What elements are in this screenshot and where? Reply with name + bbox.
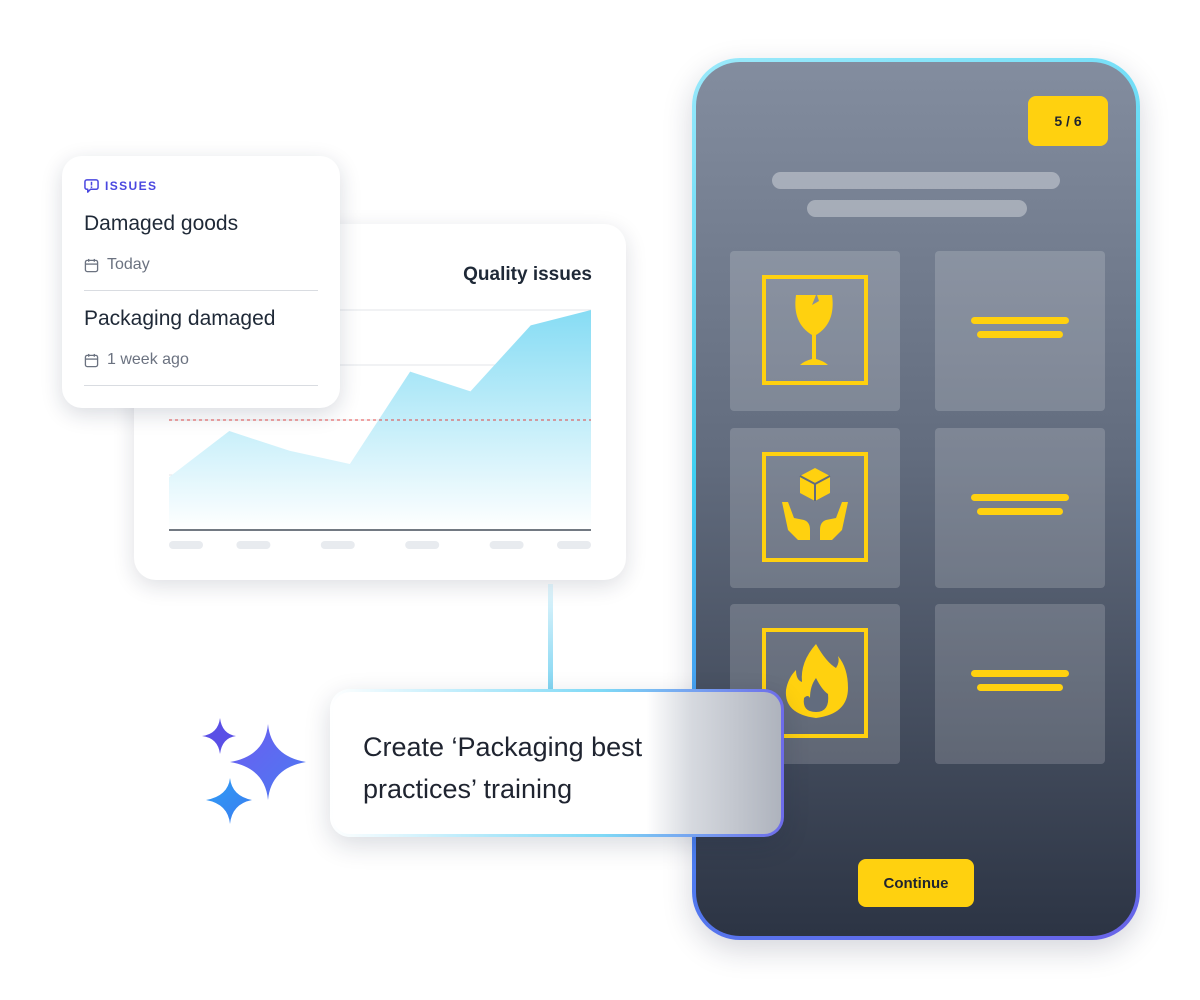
phone-frame: 5 / 6 — [692, 58, 1140, 940]
answer-line — [971, 670, 1069, 677]
fragile-glass-icon — [795, 295, 833, 365]
subtitle-skeleton-line — [807, 200, 1027, 217]
title-skeleton-line — [772, 172, 1060, 189]
icon-frame — [762, 452, 868, 562]
small-sparkle-icon — [202, 718, 236, 754]
large-sparkle-icon — [230, 724, 306, 800]
handle-with-care-icon — [782, 468, 848, 540]
step-badge: 5 / 6 — [1028, 96, 1108, 146]
continue-button[interactable]: Continue — [858, 859, 974, 907]
issues-header: ISSUES — [84, 178, 157, 193]
issue-date: Today — [107, 256, 150, 273]
issues-header-label: ISSUES — [105, 178, 158, 193]
answer-line — [977, 684, 1063, 691]
icon-option-tile[interactable] — [730, 428, 900, 588]
sparkles-icon — [202, 718, 306, 824]
calendar-icon — [84, 353, 99, 367]
answer-line — [977, 331, 1063, 338]
icon-option-tile[interactable] — [730, 251, 900, 411]
answer-option-tile[interactable] — [935, 428, 1105, 588]
issue-title-damaged-goods[interactable]: Damaged goods — [84, 212, 239, 235]
issue-divider — [84, 290, 318, 291]
training-screen: 5 / 6 — [696, 62, 1136, 936]
chart-x-tick-placeholder — [236, 541, 271, 549]
chart-x-tick-placeholder — [320, 541, 355, 549]
icon-frame — [762, 628, 868, 738]
medium-sparkle-icon — [206, 778, 252, 824]
calendar-icon — [84, 258, 99, 272]
answer-option-tile[interactable] — [935, 604, 1105, 764]
answer-line — [971, 494, 1069, 501]
chart-x-tick-placeholder — [405, 541, 440, 549]
ai-prompt-card-body: Create ‘Packaging best practices’ traini… — [333, 692, 781, 834]
ai-prompt-card[interactable]: Create ‘Packaging best practices’ traini… — [330, 689, 784, 837]
answer-option-tile[interactable] — [935, 251, 1105, 411]
chart-x-tick-placeholder — [169, 541, 203, 549]
issue-date: 1 week ago — [107, 351, 189, 368]
issue-speech-icon — [84, 179, 99, 193]
issues-card: ISSUES Damaged goods Today Packaging dam… — [62, 156, 340, 408]
issue-divider — [84, 385, 318, 386]
answer-line — [971, 317, 1069, 324]
issue-meta: Today — [84, 256, 150, 274]
chart-x-tick-placeholder — [557, 541, 591, 549]
flammable-fire-icon — [785, 644, 848, 718]
connector-line — [548, 584, 553, 692]
answer-line — [977, 508, 1063, 515]
icon-frame — [762, 275, 868, 385]
issue-meta: 1 week ago — [84, 351, 189, 369]
chart-x-tick-placeholder — [489, 541, 524, 549]
issue-title-packaging-damaged[interactable]: Packaging damaged — [84, 307, 276, 330]
ai-prompt-text: Create ‘Packaging best practices’ traini… — [363, 732, 643, 804]
chart-title: Quality issues — [463, 264, 592, 285]
